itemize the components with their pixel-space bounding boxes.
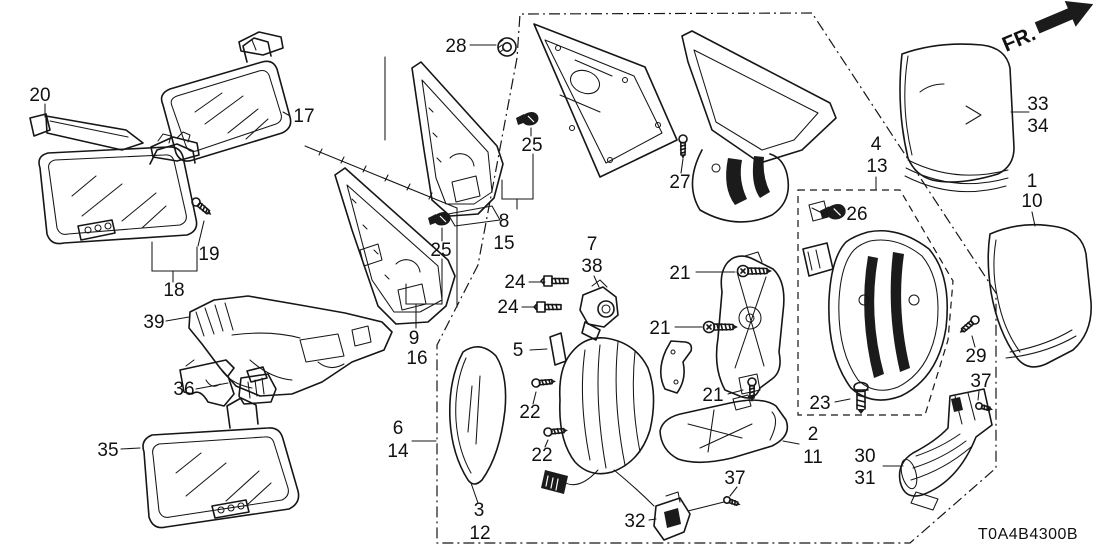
callout-31[interactable]: 31 bbox=[854, 468, 875, 489]
mirror-glass-art bbox=[450, 347, 506, 484]
callout-27[interactable]: 27 bbox=[669, 172, 690, 193]
screw-37b-art bbox=[974, 401, 995, 414]
callout-37b[interactable]: 37 bbox=[970, 371, 991, 392]
gasket-strip-art bbox=[550, 333, 566, 365]
callout-37a[interactable]: 37 bbox=[724, 468, 745, 489]
callout-32[interactable]: 32 bbox=[624, 511, 645, 532]
callout-22a[interactable]: 22 bbox=[519, 402, 540, 423]
callout-5[interactable]: 5 bbox=[513, 340, 524, 361]
turn-signal-lamp-art bbox=[898, 389, 992, 510]
callout-38[interactable]: 38 bbox=[581, 256, 602, 277]
diagram-code: T0A4B4300B bbox=[978, 526, 1078, 543]
callout-6[interactable]: 6 bbox=[393, 418, 404, 439]
callout-7[interactable]: 7 bbox=[587, 234, 598, 255]
subassembly-box bbox=[798, 190, 953, 415]
callout-33[interactable]: 33 bbox=[1027, 94, 1048, 115]
callout-25b[interactable]: 25 bbox=[430, 240, 451, 261]
callout-36[interactable]: 36 bbox=[173, 379, 194, 400]
mirror-skull-cap-art bbox=[900, 44, 1014, 192]
inside-mirror-day-night-art bbox=[39, 132, 199, 244]
mirror-housing-cover-art bbox=[988, 225, 1091, 367]
callout-2[interactable]: 2 bbox=[808, 424, 819, 445]
auto-relock-sensor-art bbox=[580, 280, 618, 340]
clip-25-lower-art bbox=[427, 211, 452, 227]
inside-mirror-upper-art bbox=[162, 32, 291, 161]
callout-19[interactable]: 19 bbox=[198, 244, 219, 265]
callout-23[interactable]: 23 bbox=[809, 393, 830, 414]
screw-37a-art bbox=[722, 495, 743, 509]
bolt-23-art bbox=[853, 381, 869, 415]
callout-3[interactable]: 3 bbox=[474, 500, 485, 521]
callout-17[interactable]: 17 bbox=[293, 106, 314, 127]
callout-4[interactable]: 4 bbox=[871, 134, 882, 155]
callout-30[interactable]: 30 bbox=[854, 446, 875, 467]
screw-27-art bbox=[678, 134, 688, 160]
bolt-24b-art bbox=[533, 301, 562, 313]
mirror-actuator-art bbox=[541, 338, 654, 506]
mirror-housing-art bbox=[829, 231, 947, 400]
callout-20[interactable]: 20 bbox=[29, 85, 50, 106]
callout-26[interactable]: 26 bbox=[846, 204, 867, 225]
callout-24a[interactable]: 24 bbox=[504, 272, 526, 293]
callout-39[interactable]: 39 bbox=[143, 312, 164, 333]
fr-direction-arrow: FR. bbox=[999, 0, 1094, 57]
callout-10[interactable]: 10 bbox=[1021, 191, 1042, 212]
screw-22a-art bbox=[530, 376, 558, 389]
callout-1[interactable]: 1 bbox=[1027, 171, 1038, 192]
harness-connector-art bbox=[654, 492, 690, 540]
callout-11[interactable]: 11 bbox=[803, 447, 823, 468]
callouts: 20 17 19 18 39 36 35 28 25 8 15 25 9 16 … bbox=[29, 36, 1049, 544]
callout-24b[interactable]: 24 bbox=[497, 297, 519, 318]
trim-strip-art bbox=[30, 114, 143, 150]
leader-lines bbox=[45, 45, 1035, 520]
door-sail-panel-art bbox=[534, 24, 677, 177]
callout-8[interactable]: 8 bbox=[499, 211, 510, 232]
clip-25-upper-art bbox=[515, 111, 540, 127]
screw-21a-art bbox=[736, 264, 773, 278]
clip-26-art bbox=[819, 203, 847, 221]
callout-12[interactable]: 12 bbox=[469, 523, 490, 544]
screw-22b-art bbox=[542, 425, 570, 438]
glass-hatching bbox=[72, 93, 480, 506]
screw-21b-art bbox=[702, 320, 739, 334]
corner-garnish-lower-art bbox=[335, 168, 455, 324]
callout-15[interactable]: 15 bbox=[493, 233, 514, 254]
mirror-base-cover-art bbox=[189, 296, 392, 396]
corner-garnish-upper-art bbox=[412, 62, 503, 226]
stay-bracket-art bbox=[661, 341, 692, 393]
callout-29[interactable]: 29 bbox=[965, 346, 986, 367]
clip-26-box-art bbox=[809, 201, 828, 221]
group-boundary-lines bbox=[305, 13, 996, 543]
inside-mirror-auto-dimming-art bbox=[143, 367, 299, 528]
callout-9[interactable]: 9 bbox=[409, 328, 420, 349]
housing-lower-cover-art bbox=[660, 395, 787, 462]
callout-28[interactable]: 28 bbox=[445, 36, 466, 57]
grommet-art bbox=[498, 38, 516, 56]
callout-25a[interactable]: 25 bbox=[521, 135, 542, 156]
bolt-24a-art bbox=[540, 275, 569, 287]
housing-connector-art bbox=[803, 243, 833, 276]
callout-14[interactable]: 14 bbox=[387, 441, 409, 462]
callout-16[interactable]: 16 bbox=[406, 348, 427, 369]
callout-22b[interactable]: 22 bbox=[531, 445, 552, 466]
callout-13[interactable]: 13 bbox=[866, 156, 887, 177]
callout-21c[interactable]: 21 bbox=[702, 385, 723, 406]
callout-35[interactable]: 35 bbox=[97, 440, 118, 461]
callout-18[interactable]: 18 bbox=[163, 280, 184, 301]
fr-label: FR. bbox=[999, 22, 1039, 56]
callout-21a[interactable]: 21 bbox=[669, 263, 690, 284]
callout-21b[interactable]: 21 bbox=[649, 318, 670, 339]
screw-29-art bbox=[956, 313, 982, 337]
callout-34[interactable]: 34 bbox=[1027, 116, 1049, 137]
corner-garnish-front-art bbox=[682, 31, 836, 222]
